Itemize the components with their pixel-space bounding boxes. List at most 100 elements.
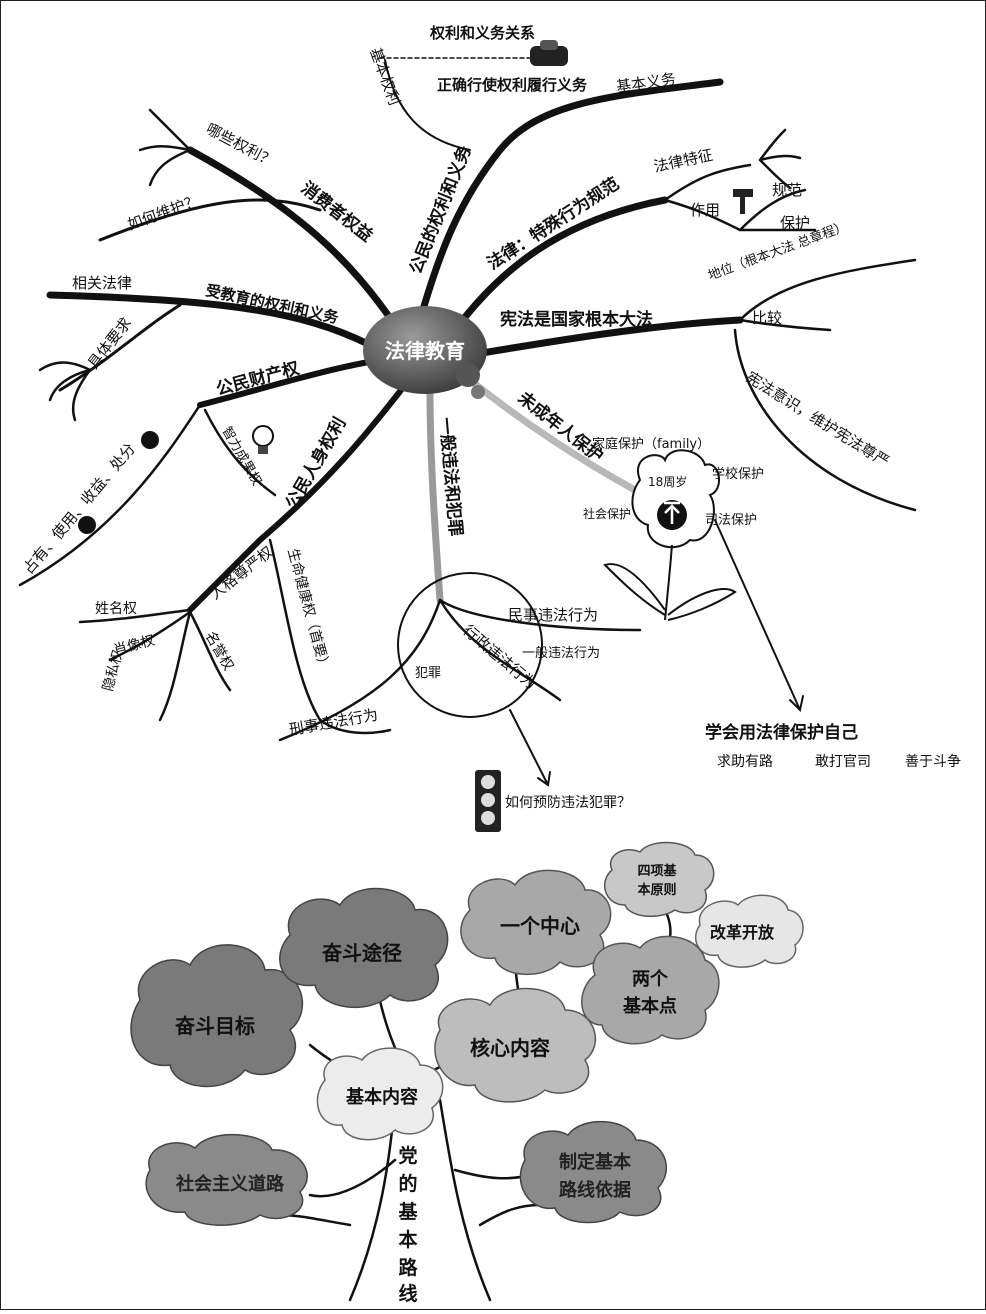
cloud-center: 一个中心: [460, 869, 612, 975]
label-crime: 犯罪: [415, 666, 441, 681]
label-property: 公民财产权: [214, 357, 303, 400]
trunk-char: 基: [397, 1200, 418, 1223]
label-learn-sub-2: 敢打官司: [815, 753, 871, 770]
branch-illegal: [426, 386, 444, 604]
cloud-reform: 改革开放: [695, 894, 804, 968]
label-name-right: 姓名权: [95, 601, 137, 617]
label-law-norm: 规范: [772, 181, 802, 199]
label-learn-sub-1: 求助有路: [717, 754, 773, 770]
cloud-center-label: 一个中心: [500, 914, 580, 938]
cloud-basis-label-1: 制定基本: [559, 1151, 631, 1173]
label-learn: 学会用法律保护自己: [705, 722, 858, 743]
handshake-icon: [530, 40, 568, 66]
tree-branch: [278, 1213, 352, 1227]
label-prevent: 如何预防违法犯罪？: [505, 795, 631, 811]
cloud-path-label: 奋斗途径: [321, 941, 402, 965]
label-constitution-status: 地位（根本大法 总章程）: [706, 218, 850, 283]
trunk-label: 党 的 基 本 路 线: [397, 1144, 418, 1305]
branch-property: [197, 357, 383, 408]
branch-education: [46, 291, 374, 349]
label-exercise: 正确行使权利履行义务: [437, 76, 588, 94]
center-node: 法律教育: [363, 306, 487, 399]
cloud-four-principles: 四项基 本原则: [603, 841, 715, 917]
branch-minors: [466, 376, 639, 494]
tree-branch: [478, 1203, 542, 1227]
hammer-icon: [733, 189, 753, 214]
branch-basic-rights: [384, 59, 471, 151]
cloud-basis: 制定基本 路线依据: [519, 1121, 667, 1224]
branch-life: [268, 538, 392, 735]
ball-icon: [78, 516, 96, 534]
label-school: 学校保护: [712, 466, 764, 482]
branch-property-items: [18, 403, 202, 587]
label-law: 法律：特殊行为规范: [483, 173, 623, 274]
traffic-light-icon: [475, 770, 501, 832]
label-life-right: 生命健康权（首要）: [284, 547, 333, 673]
branch-dignity: [78, 608, 232, 722]
label-constitution-awareness: 宪法意识，维护宪法尊严: [743, 368, 892, 471]
crime-circle: [397, 572, 543, 718]
branch-rights-duties: [416, 78, 724, 324]
branch-consumer-how: [98, 198, 322, 242]
branch-intellect: [203, 408, 277, 497]
arrow-learn-head: [789, 695, 804, 713]
label-relation: 权利和义务关系: [429, 24, 535, 42]
label-general: 一般违法行为: [522, 645, 600, 661]
label-judicial: 司法保护: [705, 513, 757, 528]
arrow-prevent: [509, 709, 549, 786]
branch-constitution: [466, 316, 744, 359]
label-constitution-compare: 比较: [752, 309, 782, 327]
label-consumer-how: 如何维护？: [125, 191, 202, 234]
label-law-protect: 保护: [780, 214, 810, 232]
trunk-char: 线: [398, 1282, 417, 1305]
cloud-two-points: 两个 基本点: [581, 935, 720, 1045]
cloud-four-label-1: 四项基: [637, 863, 677, 879]
arrow-prevent-head: [537, 771, 551, 787]
cloud-basic-content: 基本内容: [316, 1047, 444, 1141]
cloud-goal-label: 奋斗目标: [174, 1014, 255, 1038]
label-consumer: 消费者权益: [297, 177, 377, 246]
label-society: 社会保护: [583, 506, 631, 521]
label-dignity: 人格尊严权: [206, 543, 276, 603]
label-illegal: 一般违法和犯罪: [435, 417, 466, 537]
branch-consumer: [186, 146, 399, 329]
label-law-effect: 作用: [690, 201, 720, 219]
cloud-core-label: 核心内容: [470, 1036, 550, 1060]
cloud-two-label-1: 两个: [632, 968, 669, 990]
cloud-socialism: 社会主义道路: [145, 1134, 308, 1226]
ball-icon: [141, 431, 159, 449]
label-learn-sub-3: 善于斗争: [905, 754, 961, 770]
trunk-char: 的: [398, 1172, 417, 1195]
lightbulb-icon: [252, 425, 274, 454]
label-edu-laws: 相关法律: [72, 274, 132, 292]
branch-personal: [187, 382, 408, 613]
cloud-four-label-2: 本原则: [637, 882, 676, 898]
branch-edu-req: [58, 303, 182, 392]
tree-branch: [308, 1158, 397, 1198]
trunk-char: 路: [398, 1256, 418, 1279]
branch-fan-consumer: [138, 108, 192, 187]
label-law-features: 法律特征: [652, 146, 714, 176]
center-label: 法律教育: [385, 339, 465, 363]
top-labels: 权利和义务关系 正确行使权利履行义务 基本义务 基本权利 公民的权利和义务 哪些…: [19, 24, 961, 811]
cloud-two-label-2: 基本点: [622, 995, 677, 1017]
branch-law: [451, 196, 669, 334]
cloud-core: 核心内容: [434, 987, 596, 1103]
label-age: 18周岁: [648, 474, 687, 489]
cloud-path: 奋斗途径: [279, 887, 449, 1008]
branch-illegal-split: [278, 598, 642, 742]
cloud-socialism-label: 社会主义道路: [176, 1173, 285, 1195]
tree-branch: [453, 1168, 532, 1180]
top-mindmap: [18, 57, 917, 787]
branch-fan-law: [758, 128, 802, 190]
cloud-goal: 奋斗目标: [130, 944, 304, 1088]
trunk-char: 党: [398, 1144, 417, 1167]
label-constitution: 宪法是国家根本大法: [500, 309, 653, 330]
arrow-learn: [714, 519, 801, 711]
branch-fan-edu: [38, 361, 92, 422]
cloud-reform-label: 改革开放: [710, 923, 775, 942]
cloud-basis-label-2: 路线依据: [559, 1179, 631, 1201]
flower-icon: [603, 449, 737, 621]
